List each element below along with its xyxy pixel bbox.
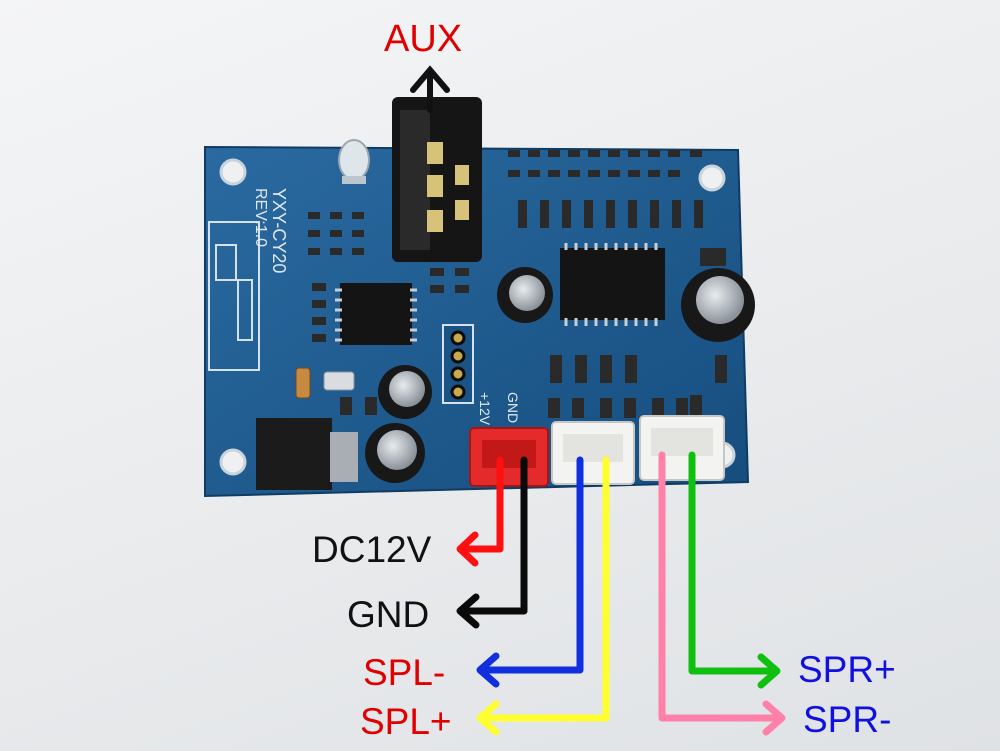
right-speaker-connector — [639, 415, 725, 481]
mounting-hole — [698, 164, 726, 192]
wire-spr-minus — [658, 451, 784, 722]
wire-dc12v — [458, 456, 504, 553]
pin-header — [442, 324, 474, 404]
aux-label: AUX — [384, 18, 463, 60]
gnd-label: GND — [347, 594, 430, 635]
wire-gnd — [458, 456, 528, 615]
board-revision-text: REV:1.0 — [252, 188, 269, 247]
led — [338, 139, 370, 181]
spl-plus-label: SPL+ — [360, 701, 452, 742]
spl-minus-label: SPL- — [363, 652, 446, 693]
capacitor — [378, 365, 432, 419]
voltage-regulator — [256, 418, 358, 490]
antenna-area — [208, 221, 260, 371]
aux-arrow — [410, 65, 450, 113]
mounting-hole — [219, 158, 247, 186]
amplifier-chip — [560, 243, 665, 326]
left-speaker-connector — [551, 421, 635, 485]
capacitor — [497, 267, 553, 323]
power-marking: +12V — [477, 392, 493, 426]
wire-spl-minus — [478, 456, 584, 674]
spr-plus-label: SPR+ — [798, 649, 896, 690]
dc12v-label: DC12V — [312, 529, 432, 570]
aux-jack — [392, 97, 482, 262]
wire-spr-plus — [688, 451, 779, 675]
spr-minus-label: SPR- — [803, 699, 892, 740]
bluetooth-chip — [335, 283, 417, 345]
board-model-text: YXY-CY20 — [269, 188, 289, 273]
ground-marking: GND — [505, 392, 521, 423]
crystal — [323, 371, 355, 391]
capacitor — [681, 268, 755, 342]
mounting-hole — [219, 448, 247, 476]
diode — [295, 367, 311, 399]
smd-components — [308, 150, 727, 418]
wire-spl-plus — [478, 456, 610, 722]
power-connector — [469, 427, 549, 487]
capacitor — [365, 423, 425, 483]
